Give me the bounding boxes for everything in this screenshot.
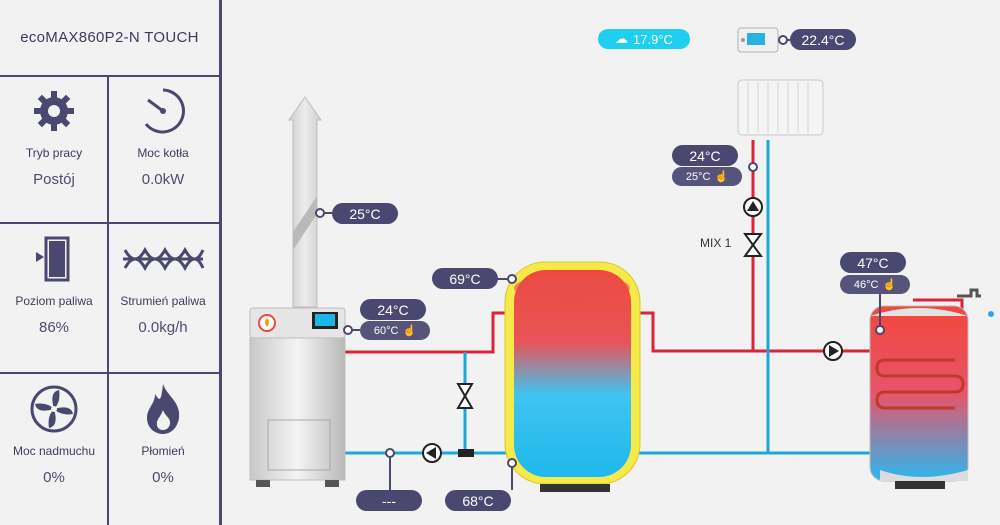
tile-label: Moc kotła (137, 146, 189, 160)
buffer-bottom-temperature-badge[interactable]: 68°C (445, 490, 511, 511)
divider (0, 222, 219, 224)
flue-sensor-dot (315, 208, 325, 218)
screw-feeder-icon (109, 234, 217, 284)
tile-operating-mode[interactable]: Tryb pracy Postój (0, 76, 108, 223)
buffer-top-sensor-dot (507, 274, 517, 284)
dhw-setpoint-badge[interactable]: 46°C☝ (840, 275, 910, 294)
hand-icon: ☝ (882, 279, 897, 291)
bypass-valve (456, 383, 474, 457)
return-temperature-badge[interactable]: --- (356, 490, 422, 511)
sidebar: ecoMAX860P2-N TOUCH Tryb pracy Postój Mo… (0, 0, 222, 525)
dhw-sensor-dot (875, 325, 885, 335)
pump-dhw[interactable] (823, 341, 843, 361)
boiler-setpoint-badge[interactable]: 60°C☝ (360, 321, 430, 340)
buffer-top-temperature-badge[interactable]: 69°C (432, 268, 498, 289)
tile-fuel-flow[interactable]: Strumień paliwa 0.0kg/h (109, 224, 217, 371)
tile-blower-power[interactable]: Moc nadmuchu 0% (0, 374, 108, 521)
divider (0, 372, 219, 374)
dhw-temperature-badge[interactable]: 47°C (840, 252, 906, 273)
tile-value: 0.0kW (141, 171, 185, 188)
boiler-sensor-dot (343, 325, 353, 335)
chimney (288, 96, 322, 308)
boiler-setpoint: 60°C (373, 324, 399, 337)
buffer-bottom-sensor-dot (507, 458, 517, 468)
dhw-setpoint: 46°C (853, 278, 879, 291)
tile-label: Tryb pracy (25, 146, 83, 160)
room-sensor-dot (778, 35, 788, 45)
hand-icon: ☝ (402, 325, 417, 337)
tile-label: Strumień paliwa (120, 294, 206, 308)
outdoor-temperature-badge[interactable]: ☁ 17.9°C (598, 29, 690, 49)
dhw-tank (869, 288, 994, 489)
mixing-valve[interactable] (743, 233, 763, 257)
tile-label: Moc nadmuchu (12, 444, 96, 458)
fan-icon (0, 384, 108, 434)
flue-temperature-badge[interactable]: 25°C (332, 203, 398, 224)
mixer-setpoint: 25°C (685, 170, 711, 183)
gear-icon (0, 86, 108, 136)
pump-mixer[interactable] (743, 197, 763, 217)
hot-pipes (345, 140, 964, 354)
tile-fuel-level[interactable]: Poziom paliwa 86% (0, 224, 108, 371)
mixer-setpoint-badge[interactable]: 25°C☝ (672, 167, 742, 186)
device-title: ecoMAX860P2-N TOUCH (0, 0, 219, 77)
tile-flame[interactable]: Płomień 0% (109, 374, 217, 521)
outdoor-temperature: 17.9°C (633, 31, 673, 47)
return-sensor-dot (385, 448, 395, 458)
tile-value: Postój (33, 171, 75, 188)
pump-boiler[interactable] (422, 443, 442, 463)
mixer-temperature-badge[interactable]: 24°C (672, 145, 738, 166)
radiator (737, 79, 824, 136)
boiler (249, 307, 346, 487)
mixer-sensor-dot (748, 162, 758, 172)
room-thermostat (737, 27, 779, 53)
tile-value: 86% (38, 319, 70, 336)
hand-icon: ☝ (714, 171, 729, 183)
room-temperature-badge[interactable]: 22.4°C (790, 29, 856, 50)
boiler-temperature-badge[interactable]: 24°C (360, 299, 426, 320)
divider (107, 75, 109, 525)
tile-boiler-power[interactable]: Moc kotła 0.0kW (109, 76, 217, 223)
fuel-tank-icon (0, 234, 108, 284)
mixer-label: MIX 1 (700, 236, 732, 250)
gauge-icon (109, 86, 217, 136)
tile-value: 0% (152, 469, 174, 486)
tile-label: Poziom paliwa (15, 294, 93, 308)
flame-icon (109, 384, 217, 434)
buffer-tank (504, 261, 641, 492)
tile-label: Płomień (141, 444, 185, 458)
tile-value: 0.0kg/h (138, 319, 188, 336)
tile-value: 0% (43, 469, 65, 486)
cloud-icon: ☁ (615, 31, 629, 46)
